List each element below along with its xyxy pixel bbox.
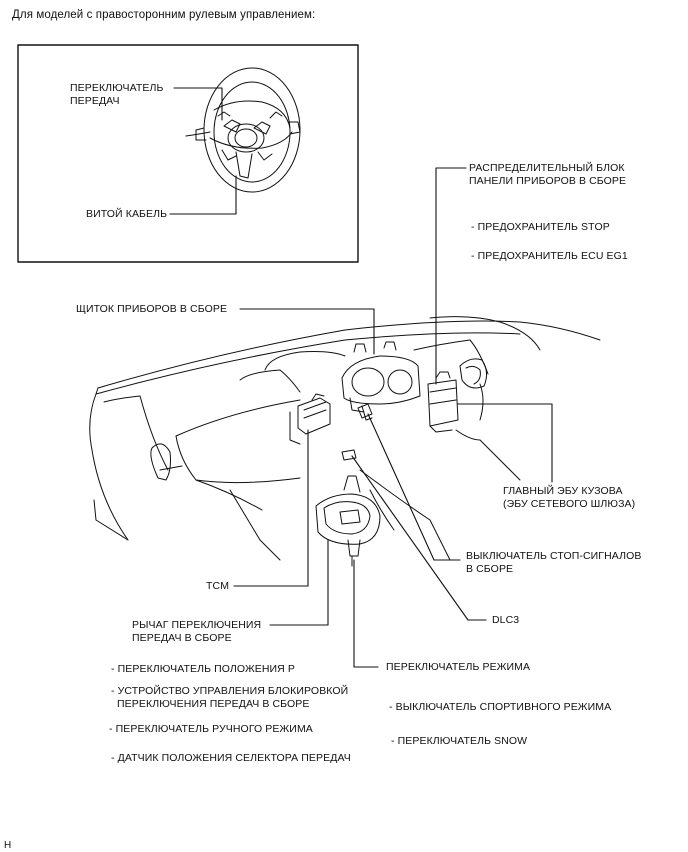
label-shift-lock: - УСТРОЙСТВО УПРАВЛЕНИЯ БЛОКИРОВКОЙ ПЕРЕ… [111, 685, 349, 710]
label-fuse-stop: - ПРЕДОХРАНИТЕЛЬ STOP [471, 221, 610, 233]
shift-lever-assembly [315, 475, 381, 567]
label-manual-mode-switch: - ПЕРЕКЛЮЧАТЕЛЬ РУЧНОГО РЕЖИМА [109, 723, 313, 735]
inset-frame [17, 44, 359, 263]
tcm-unit [297, 393, 331, 435]
label-meter: ЩИТОК ПРИБОРОВ В СБОРЕ [76, 303, 228, 315]
label-junction-block: РАСПРЕДЕЛИТЕЛЬНЫЙ БЛОК ПАНЕЛИ ПРИБОРОВ В… [469, 162, 627, 187]
page-header: Для моделей с правосторонним рулевым упр… [12, 9, 316, 21]
label-snow-switch: - ПЕРЕКЛЮЧАТЕЛЬ SNOW [391, 735, 528, 747]
junction-block [427, 371, 459, 433]
label-shift-lever: РЫЧАГ ПЕРЕКЛЮЧЕНИЯ ПЕРЕДАЧ В СБОРЕ [132, 619, 262, 644]
leader-lines [169, 87, 553, 668]
label-sport-mode-switch: - ВЫКЛЮЧАТЕЛЬ СПОРТИВНОГО РЕЖИМА [389, 701, 612, 713]
label-selector-sensor: - ДАТЧИК ПОЛОЖЕНИЯ СЕЛЕКТОРА ПЕРЕДАЧ [111, 752, 351, 764]
label-fuse-ecu-eg1: - ПРЕДОХРАНИТЕЛЬ ECU EG1 [471, 250, 628, 262]
meter-cluster [341, 341, 421, 421]
label-tcm: TCM [206, 580, 230, 592]
dashboard [89, 316, 601, 561]
stop-light-switch [357, 403, 373, 419]
label-p-position-switch: - ПЕРЕКЛЮЧАТЕЛЬ ПОЛОЖЕНИЯ P [111, 663, 295, 675]
label-dlc3: DLC3 [492, 614, 520, 626]
steering-wheel [185, 67, 301, 193]
label-body-ecu: ГЛАВНЫЙ ЭБУ КУЗОВА (ЭБУ СЕТЕВОГО ШЛЮЗА) [503, 485, 636, 510]
label-gear-switch: ПЕРЕКЛЮЧАТЕЛЬ ПЕРЕДАЧ [70, 82, 164, 107]
label-mode-switch: ПЕРЕКЛЮЧАТЕЛЬ РЕЖИМА [386, 661, 531, 673]
label-spiral-cable: ВИТОЙ КАБЕЛЬ [86, 208, 168, 220]
label-stop-light-switch: ВЫКЛЮЧАТЕЛЬ СТОП-СИГНАЛОВ В СБОРЕ [466, 550, 642, 575]
dlc3-connector [341, 449, 357, 461]
figure-code: H [4, 840, 12, 851]
